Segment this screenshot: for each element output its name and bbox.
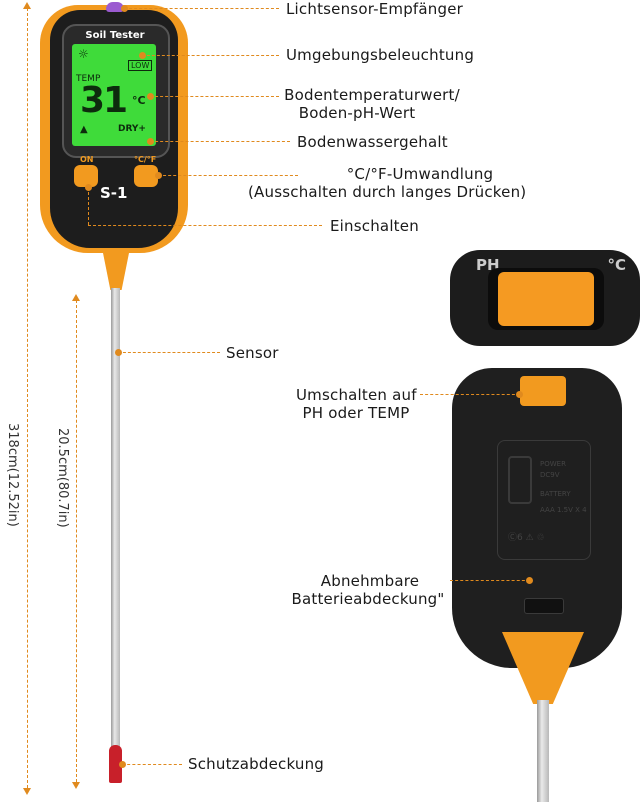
power-line-vert (88, 187, 89, 225)
callout-sensor: Sensor (226, 344, 279, 362)
total-arrow-top (23, 2, 31, 9)
callout-switch-2: PH oder TEMP (302, 404, 410, 422)
probe-arrow-top (72, 294, 80, 301)
callout-cap: Schutzabdeckung (188, 755, 325, 773)
probe-arrow-bottom (72, 782, 80, 789)
lcd-display (72, 44, 156, 146)
lcd-unit: °C (132, 94, 146, 107)
temp-dot (147, 93, 154, 100)
callout-switch-1: Umschalten auf (296, 386, 417, 404)
model-label: S-1 (100, 184, 128, 202)
protective-cap (109, 745, 122, 783)
callout-cover-2: Batterieabdeckung" (291, 590, 445, 608)
plate-marks: Ⓒ6 ⚠ ♲ (508, 533, 545, 543)
plate-dc: DC9V (540, 471, 560, 479)
probe-rod (111, 288, 120, 758)
switch-knob[interactable] (498, 272, 594, 326)
lcd-moisture: DRY+ (118, 124, 146, 134)
moisture-line (150, 141, 290, 142)
ambient-dot (139, 52, 146, 59)
temp-line (150, 96, 279, 97)
power-dot (85, 184, 92, 191)
unit-dot (155, 172, 162, 179)
plate-battery: BATTERY (540, 490, 571, 498)
battery-icon (508, 456, 532, 504)
callout-temp-1: Bodentemperaturwert/ (284, 86, 460, 104)
light-sensor (106, 2, 124, 12)
on-label: ON (80, 155, 94, 164)
droplet-icon: ▲ (80, 124, 88, 135)
switch-celsius-label: °C (607, 256, 626, 274)
power-button[interactable] (74, 165, 98, 187)
lcd-reading: 31 (80, 80, 128, 121)
back-probe-neck (502, 632, 584, 704)
probe-neck (102, 248, 130, 290)
cover-callout-dot (526, 577, 533, 584)
plate-power: POWER (540, 460, 566, 468)
callout-unit-1: °C/°F-Umwandlung (346, 165, 494, 183)
lcd-low: LOW (128, 60, 153, 71)
ambient-line (142, 55, 279, 56)
sensor-line (118, 352, 220, 353)
battery-latch (524, 598, 564, 614)
plate-spec: AAA 1.5V X 4 (540, 506, 587, 514)
power-line (88, 225, 322, 226)
callout-temp-2: Boden-pH-Wert (298, 104, 416, 122)
cap-dot (119, 761, 126, 768)
switch-callout-line (420, 394, 520, 395)
unit-toggle-button[interactable] (134, 165, 158, 187)
probe-dimension-label: 20.5cm(80.7in) (55, 425, 70, 531)
total-dimension-label: 318cm(12.52in) (5, 420, 20, 530)
probe-dimension-line (76, 300, 77, 782)
light-sensor-line (124, 8, 279, 9)
lcd-temp: TEMP (76, 74, 101, 84)
light-sensor-dot (121, 5, 128, 12)
unit-line (158, 175, 298, 176)
total-arrow-bottom (23, 788, 31, 795)
callout-ambient: Umgebungsbeleuchtung (286, 46, 475, 64)
callout-light-sensor: Lichtsensor-Empfänger (286, 0, 464, 18)
callout-moisture: Bodenwassergehalt (297, 133, 448, 151)
switch-closeup: PH °C (450, 250, 640, 346)
cap-line (122, 764, 182, 765)
sensor-dot (115, 349, 122, 356)
total-dimension-line (27, 8, 28, 788)
cover-callout-line (450, 580, 530, 581)
callout-power: Einschalten (330, 217, 419, 235)
callout-unit-2: (Ausschalten durch langes Drücken) (248, 183, 527, 201)
battery-cover[interactable] (497, 440, 591, 560)
callout-cover-1: Abnehmbare (320, 572, 420, 590)
device-back (452, 368, 622, 668)
unit-label: °C/°F (134, 155, 157, 164)
moisture-dot (147, 138, 154, 145)
switch-callout-dot (516, 391, 523, 398)
back-mode-switch[interactable] (520, 376, 566, 406)
sun-icon: ☼ (78, 47, 89, 61)
brand-label: Soil Tester (85, 30, 145, 41)
back-probe-rod (537, 700, 549, 802)
